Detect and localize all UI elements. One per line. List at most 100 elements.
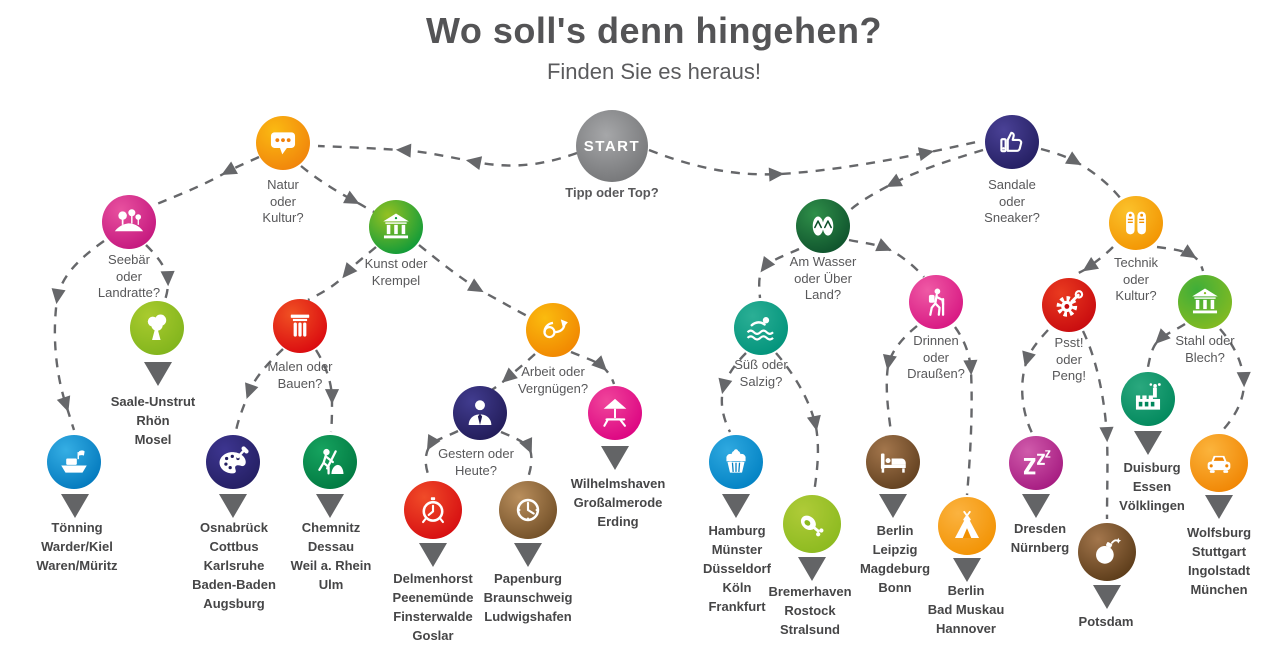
destination-list-osnabrueck: Osnabrück Cottbus Karlsruhe Baden-Baden … bbox=[192, 520, 276, 611]
question-arbeit: Arbeit oder Vergnügen? bbox=[517, 364, 589, 396]
alarm-clock-icon bbox=[422, 497, 444, 524]
ham-icon bbox=[800, 515, 824, 537]
edge-start-sandale bbox=[648, 139, 983, 182]
node-dresden-sleep bbox=[1009, 436, 1063, 490]
question-tipp-oder-top: Tipp oder Top? bbox=[565, 185, 659, 200]
node-gestern-oder-heute bbox=[453, 386, 507, 440]
cupcake-icon bbox=[726, 449, 746, 473]
node-drinnen-oder-draussen bbox=[909, 275, 963, 329]
bomb-icon bbox=[1096, 537, 1122, 564]
park-trees-icon bbox=[114, 209, 144, 232]
destination-list-delmenhorst: Delmenhorst Peenemünde Finsterwalde Gosl… bbox=[392, 571, 474, 643]
pointer-triangle bbox=[1022, 494, 1050, 518]
node-arbeit-oder-vergnuegen bbox=[526, 303, 580, 357]
column-icon bbox=[290, 314, 310, 337]
node-saale-natur bbox=[130, 301, 184, 355]
pointer-triangle bbox=[61, 494, 89, 518]
pointer-triangle bbox=[419, 543, 447, 567]
node-natur-oder-kultur bbox=[256, 116, 310, 170]
question-stahl: Stahl oder Blech? bbox=[1175, 333, 1235, 365]
node-sandale-oder-sneaker bbox=[985, 115, 1039, 169]
pointer-triangle bbox=[1134, 431, 1162, 455]
node-duisburg-factory bbox=[1121, 372, 1175, 426]
destination-list-wolfsburg: Wolfsburg Stuttgart Ingolstadt München bbox=[1186, 525, 1252, 597]
destination-list-berlin-tent: Berlin Bad Muskau Hannover bbox=[927, 583, 1005, 636]
node-chemnitz-digger bbox=[303, 435, 357, 489]
node-stahl-oder-blech bbox=[1178, 275, 1232, 329]
destination-list-saale: Saale-Unstrut Rhön Mosel bbox=[110, 394, 196, 447]
pointer-triangle bbox=[219, 494, 247, 518]
destination-list-bremerhaven: Bremerhaven Rostock Stralsund bbox=[768, 584, 852, 637]
destination-list-duisburg: Duisburg Essen Völklingen bbox=[1119, 460, 1185, 513]
node-osnabrueck-palette bbox=[206, 435, 260, 489]
question-kunst: Kunst oder Krempel bbox=[364, 256, 428, 288]
edge-seebaer-toenning bbox=[51, 240, 105, 431]
hiker-icon bbox=[928, 288, 945, 316]
question-gestern: Gestern oder Heute? bbox=[438, 446, 514, 478]
pointer-triangle bbox=[879, 494, 907, 518]
factory-icon bbox=[1135, 383, 1161, 410]
node-potsdam-bomb bbox=[1078, 523, 1136, 581]
pointer-triangle bbox=[1205, 495, 1233, 519]
node-suess-oder-salzig bbox=[734, 301, 788, 355]
destination-list-dresden: Dresden Nürnberg bbox=[1010, 521, 1070, 555]
page-subtitle: Finden Sie es heraus! bbox=[546, 59, 762, 84]
pointer-triangle bbox=[514, 543, 542, 567]
page-title: Wo soll's denn hingehen? bbox=[426, 10, 882, 51]
edge-sandale-technik bbox=[1040, 147, 1122, 200]
question-malen: Malen oder Bauen? bbox=[267, 359, 333, 391]
header: Wo soll's denn hingehen? Finden Sie es h… bbox=[15, 10, 1278, 85]
person-icon bbox=[468, 400, 492, 426]
node-berlin-tent bbox=[938, 497, 996, 555]
node-malen-oder-bauen bbox=[273, 299, 327, 353]
start-label: START bbox=[583, 137, 641, 155]
question-technik: Technik oder Kultur? bbox=[1113, 255, 1159, 303]
pointer-triangle bbox=[1093, 585, 1121, 609]
bed-icon bbox=[880, 453, 906, 473]
ship-icon bbox=[61, 450, 87, 473]
edge-technik-stahl bbox=[1156, 244, 1205, 272]
question-psst: Psst! oder Peng! bbox=[1052, 335, 1086, 383]
flip-flops-icon bbox=[812, 216, 834, 236]
museum-icon bbox=[1192, 288, 1218, 314]
node-papenburg-clock bbox=[499, 481, 557, 539]
tree-icon bbox=[147, 314, 167, 341]
node-start: START bbox=[576, 110, 648, 182]
node-psst-oder-peng bbox=[1042, 278, 1096, 332]
node-bremerhaven-ham bbox=[783, 495, 841, 553]
car-icon bbox=[1207, 455, 1231, 473]
node-toenning-ship bbox=[47, 435, 101, 489]
question-sandale: Sandale oder Sneaker? bbox=[984, 177, 1040, 225]
edge-technik-psst bbox=[1071, 246, 1114, 278]
thumbs-up-icon bbox=[1000, 131, 1023, 153]
destination-list-berlin-bed: Berlin Leipzig Magdeburg Bonn bbox=[859, 523, 931, 595]
tent-icon bbox=[954, 510, 980, 539]
destination-list-wilhelmshaven: Wilhelmshaven Großalmerode Erding bbox=[570, 476, 666, 529]
pointer-triangle bbox=[722, 494, 750, 518]
zzz-icon bbox=[1023, 450, 1051, 475]
edge-kunst-arbeit bbox=[418, 244, 530, 319]
edge-natur-seebaer bbox=[151, 155, 260, 208]
beach-icon bbox=[603, 398, 627, 427]
pointer-triangle bbox=[316, 494, 344, 518]
edge-start-natur bbox=[317, 143, 578, 171]
node-am-wasser-oder-ueber-land bbox=[796, 199, 850, 253]
pointer-triangle bbox=[953, 558, 981, 582]
question-wasser: Am Wasser oder Über Land? bbox=[789, 254, 857, 302]
node-delmenhorst-alarm-clock bbox=[404, 481, 462, 539]
node-kunst-oder-krempel bbox=[369, 200, 423, 254]
post-horn-icon bbox=[543, 319, 568, 339]
edge-natur-kunst bbox=[300, 165, 375, 214]
node-hamburg-cupcake bbox=[709, 435, 763, 489]
destination-list-chemnitz: Chemnitz Dessau Weil a. Rhein Ulm bbox=[290, 520, 372, 592]
pointer-triangle bbox=[144, 362, 172, 386]
pointer-triangle bbox=[601, 446, 629, 470]
destination-list-papenburg: Papenburg Braunschweig Ludwigshafen bbox=[483, 571, 573, 624]
edge-psst-potsdam bbox=[1081, 330, 1114, 520]
node-wolfsburg-car bbox=[1190, 434, 1248, 492]
palette-icon bbox=[219, 446, 249, 474]
swimmer-icon bbox=[746, 317, 774, 341]
museum-icon bbox=[383, 213, 409, 239]
node-wilhelmshaven-beach bbox=[588, 386, 642, 440]
pointer-triangle bbox=[798, 557, 826, 581]
